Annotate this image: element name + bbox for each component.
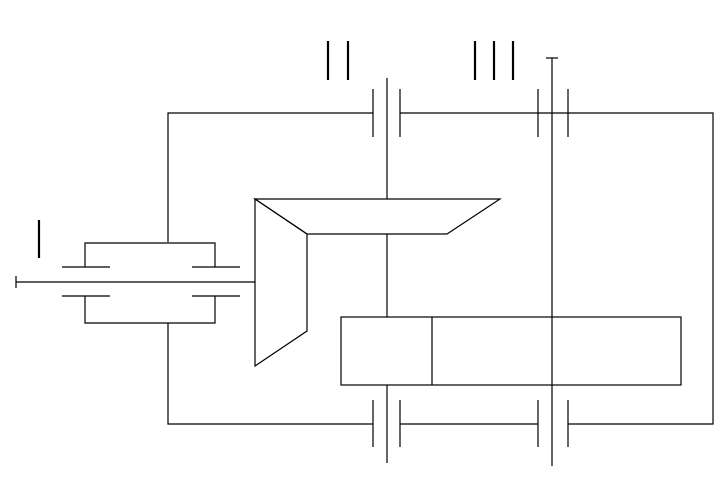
bevel-gear (253, 198, 502, 235)
shaft-label-iii (473, 41, 515, 80)
housing-frame (167, 112, 714, 425)
output-shaft-iii (546, 57, 558, 466)
input-bearing-housing (62, 242, 240, 324)
input-shaft-i (15, 276, 255, 288)
shaft-ii-top-bearing (372, 89, 401, 137)
shaft-iii-bottom-bearing (537, 400, 569, 447)
shaft-ii-bottom-bearing (372, 400, 401, 447)
spur-gear-pair (340, 316, 682, 386)
shaft-label-ii (326, 41, 350, 80)
shaft-iii-top-bearing (537, 89, 569, 137)
bevel-pinion (254, 197, 308, 368)
